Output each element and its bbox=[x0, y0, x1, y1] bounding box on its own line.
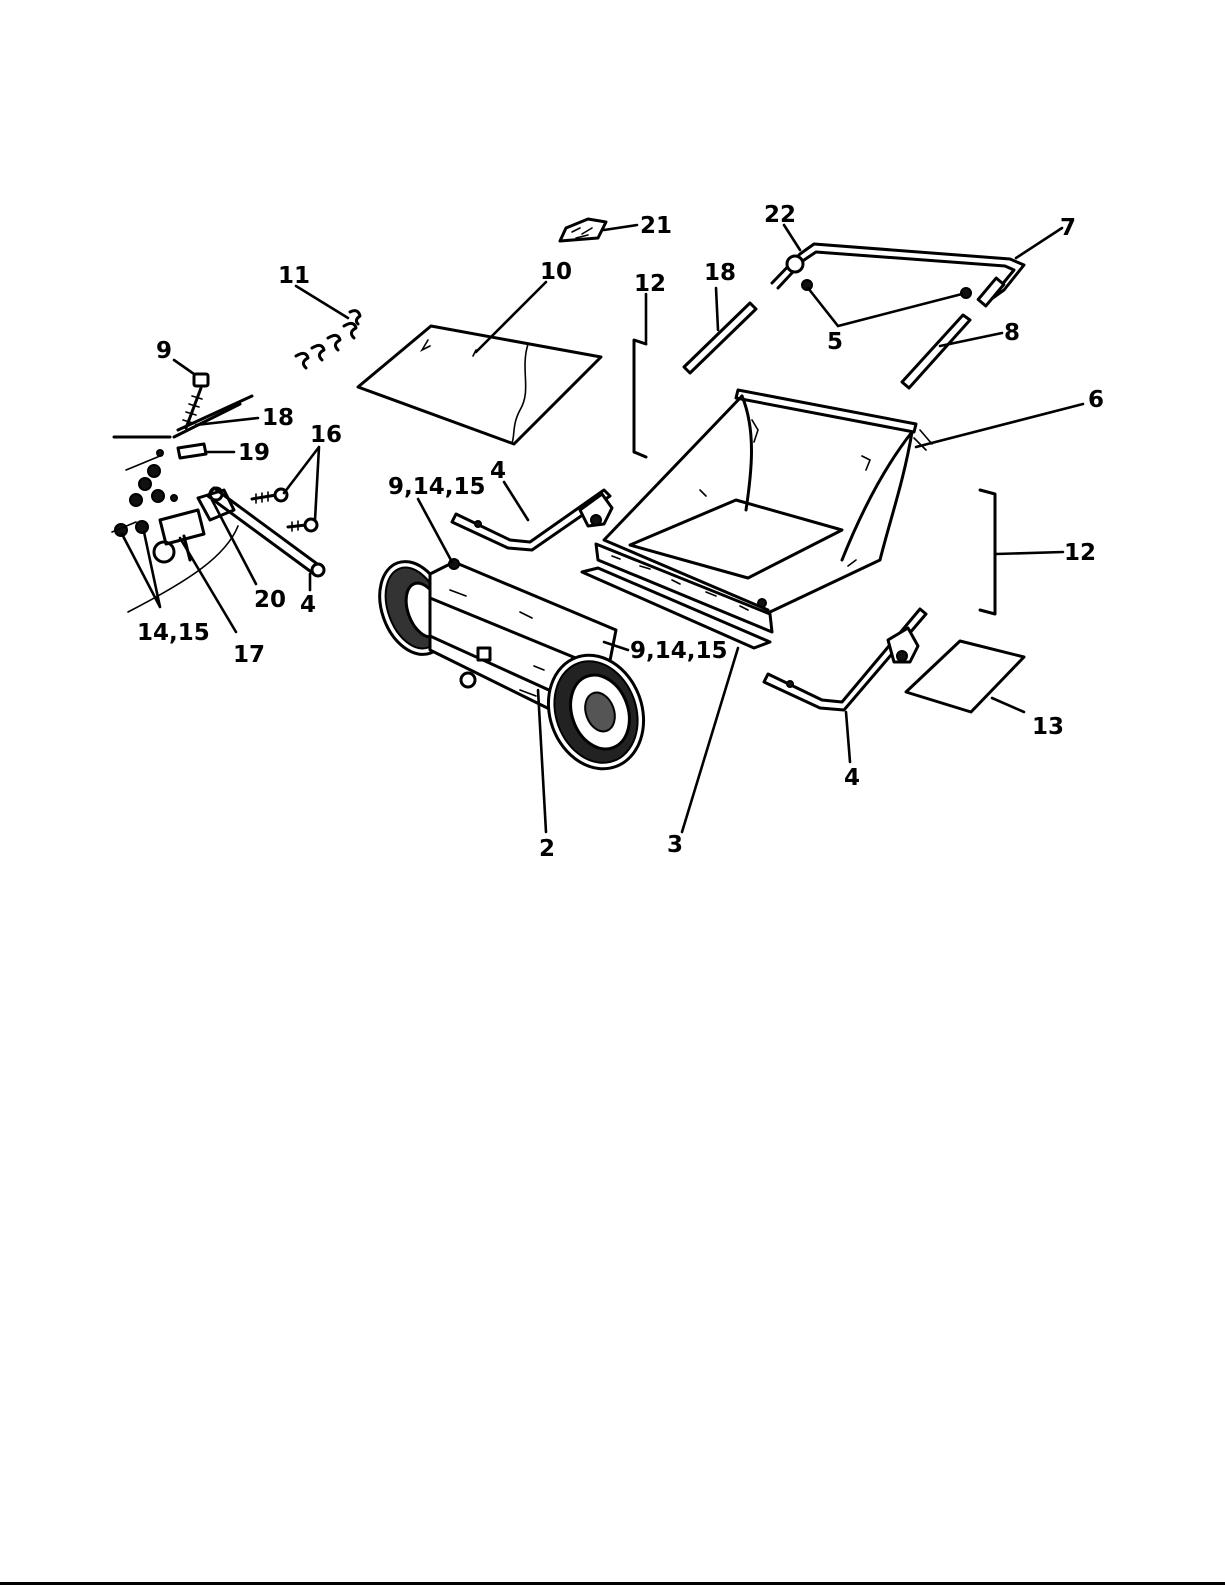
callout-22: 22 bbox=[764, 202, 796, 228]
callout-6: 6 bbox=[1088, 387, 1104, 413]
callout-4-bottom: 4 bbox=[844, 765, 860, 791]
callout-13: 13 bbox=[1032, 714, 1064, 740]
part-7-upper-handle bbox=[772, 244, 1024, 306]
callout-8: 8 bbox=[1004, 320, 1020, 346]
callout-16: 16 bbox=[310, 422, 342, 448]
callout-2: 2 bbox=[539, 836, 555, 862]
callout-18-top: 18 bbox=[704, 260, 736, 286]
callout-4-mid: 4 bbox=[490, 458, 506, 484]
part-12-rod-right bbox=[980, 490, 995, 614]
part-12-rod-top bbox=[634, 340, 646, 457]
callout-11: 11 bbox=[278, 263, 310, 289]
callout-4-left: 4 bbox=[300, 592, 316, 618]
callout-12-top: 12 bbox=[634, 271, 666, 297]
callout-9-14-15-right: 9,14,15 bbox=[630, 638, 728, 664]
callout-19: 19 bbox=[238, 440, 270, 466]
part-10-cover bbox=[358, 326, 601, 444]
callout-18-left: 18 bbox=[262, 405, 294, 431]
part-11-clips bbox=[296, 311, 360, 368]
callout-9: 9 bbox=[156, 338, 172, 364]
part-8-tube bbox=[902, 315, 970, 388]
callout-20: 20 bbox=[254, 587, 286, 613]
callout-9-14-15-top: 9,14,15 bbox=[388, 474, 486, 500]
callout-5: 5 bbox=[827, 329, 843, 355]
callout-10: 10 bbox=[540, 259, 572, 285]
callout-12-right: 12 bbox=[1064, 540, 1096, 566]
callout-21: 21 bbox=[640, 213, 672, 239]
part-6-grass-bag bbox=[596, 390, 932, 632]
part-9-bolt bbox=[183, 374, 208, 428]
part-13-sheet bbox=[906, 641, 1024, 712]
part-4-arm-bottom bbox=[764, 609, 926, 710]
callout-7: 7 bbox=[1060, 215, 1076, 241]
callout-17: 17 bbox=[233, 642, 265, 668]
callout-3: 3 bbox=[667, 832, 683, 858]
part-21-label bbox=[560, 219, 606, 241]
callout-14-15: 14,15 bbox=[137, 620, 210, 646]
part-14-15-nuts bbox=[115, 450, 177, 536]
part-5-bolts bbox=[802, 280, 971, 298]
part-18-tube-top bbox=[684, 303, 756, 373]
